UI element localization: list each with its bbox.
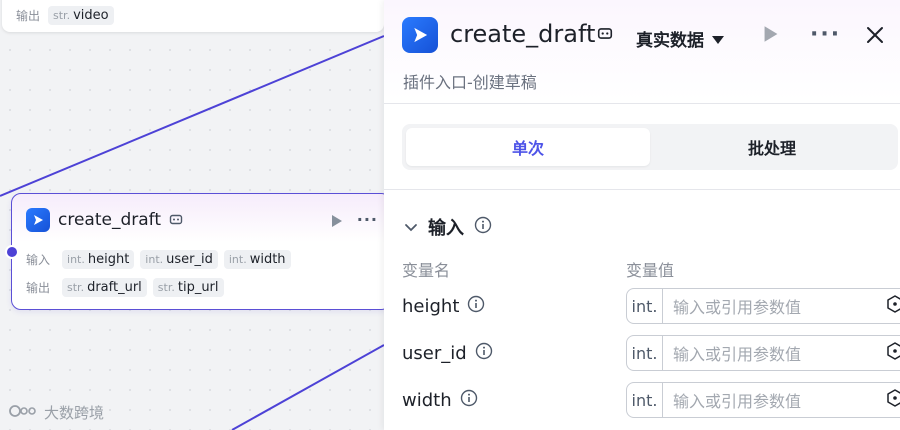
previous-node[interactable]: 输出 str. video [2, 0, 384, 32]
inputs-section-title: 输入 [428, 218, 464, 239]
reference-variable-icon[interactable] [885, 294, 900, 318]
robot-icon[interactable] [597, 26, 613, 45]
input-placeholder[interactable]: 输入或引用参数值 [673, 298, 802, 317]
run-mode-tabs: 单次 批处理 [402, 124, 898, 170]
output-tag: str. video [48, 6, 114, 25]
input-name: width [249, 252, 286, 267]
chevron-down-icon[interactable] [404, 218, 418, 237]
output-label: 输出 [16, 9, 41, 23]
divider [384, 189, 900, 190]
column-header-name: 变量名 [402, 261, 451, 280]
type-prefix: int. [145, 253, 164, 266]
info-icon[interactable] [475, 342, 493, 365]
variable-name-label: user_id [402, 343, 467, 364]
input-name: user_id [166, 252, 213, 267]
watermark: 大数跨境 [8, 402, 104, 423]
tab-single[interactable]: 单次 [406, 128, 650, 166]
column-header-value: 变量值 [626, 261, 675, 280]
panel-title: create_draft [450, 20, 596, 48]
robot-icon [169, 211, 183, 230]
variable-value-input[interactable]: int. 输入或引用参数值 [626, 382, 900, 418]
variable-name-label: height [402, 296, 460, 317]
close-icon[interactable] [864, 24, 886, 46]
play-app-icon [26, 208, 50, 232]
more-icon[interactable]: ··· [810, 22, 842, 47]
panel-subtitle: 插件入口-创建草稿 [403, 73, 537, 92]
variable-name-label: width [402, 390, 452, 411]
type-badge: int. [627, 383, 663, 417]
node-header: create_draft [26, 208, 183, 232]
output-name: video [73, 8, 109, 23]
node-title: create_draft [58, 210, 162, 230]
node-input-row: 输入 int. height int. user_id int. width [26, 250, 291, 269]
variable-value-input[interactable]: int. 输入或引用参数值 [626, 335, 900, 371]
variable-name: height [402, 295, 485, 318]
node-test-panel: create_draft 真实数据 ··· 插件入口-创建草稿 单次 批处理 输… [384, 0, 900, 430]
reference-variable-icon[interactable] [885, 388, 900, 412]
variable-name: width [402, 389, 478, 412]
type-prefix: str. [157, 281, 175, 294]
info-icon[interactable] [474, 216, 492, 238]
input-label: 输入 [26, 253, 51, 267]
variable-name: user_id [402, 342, 493, 365]
info-icon[interactable] [467, 295, 485, 318]
input-placeholder[interactable]: 输入或引用参数值 [673, 345, 802, 364]
variable-value-input[interactable]: int. 输入或引用参数值 [626, 288, 900, 324]
edge-to-panel-bottom [231, 344, 385, 430]
input-placeholder[interactable]: 输入或引用参数值 [673, 392, 802, 411]
variable-row-height: height int. 输入或引用参数值 [402, 288, 900, 324]
input-tag-user-id: int. user_id [140, 250, 218, 269]
output-tag-tip-url: str. tip_url [152, 278, 224, 297]
node-actions: ··· [331, 210, 378, 229]
tab-batch[interactable]: 批处理 [747, 139, 796, 158]
edge-to-panel-top [0, 35, 385, 197]
type-badge: int. [627, 289, 663, 323]
info-icon[interactable] [460, 389, 478, 412]
node-output-row: 输出 str. draft_url str. tip_url [26, 278, 224, 297]
type-badge: int. [627, 336, 663, 370]
previous-node-output-row: 输出 str. video [16, 6, 114, 25]
play-icon[interactable] [331, 213, 343, 227]
input-name: height [87, 252, 130, 267]
chevron-down-icon [712, 35, 724, 44]
create-draft-node[interactable]: create_draft ··· 输入 int. height int. use… [11, 193, 391, 310]
input-tag-height: int. height [62, 250, 135, 269]
type-prefix: int. [67, 253, 85, 266]
play-app-icon [402, 17, 438, 53]
node-input-port[interactable] [5, 245, 19, 259]
watermark-logo-icon [8, 403, 38, 423]
input-tag-width: int. width [223, 250, 291, 269]
panel-header: create_draft 真实数据 ··· 插件入口-创建草稿 [384, 0, 900, 104]
variable-row-width: width int. 输入或引用参数值 [402, 382, 900, 418]
reference-variable-icon[interactable] [885, 341, 900, 365]
watermark-text: 大数跨境 [44, 404, 105, 422]
output-tag-draft-url: str. draft_url [62, 278, 147, 297]
more-icon[interactable]: ··· [356, 210, 378, 229]
variable-row-user-id: user_id int. 输入或引用参数值 [402, 335, 900, 371]
output-name: draft_url [87, 280, 142, 295]
play-icon[interactable] [763, 25, 779, 47]
output-name: tip_url [177, 280, 219, 295]
data-mode-select[interactable]: 真实数据 [636, 26, 724, 51]
type-prefix: str. [67, 281, 85, 294]
output-label: 输出 [26, 281, 51, 295]
inputs-section-header[interactable]: 输入 [404, 214, 492, 240]
data-mode-label: 真实数据 [636, 31, 704, 51]
type-prefix: str. [53, 9, 71, 22]
type-prefix: int. [228, 253, 247, 266]
